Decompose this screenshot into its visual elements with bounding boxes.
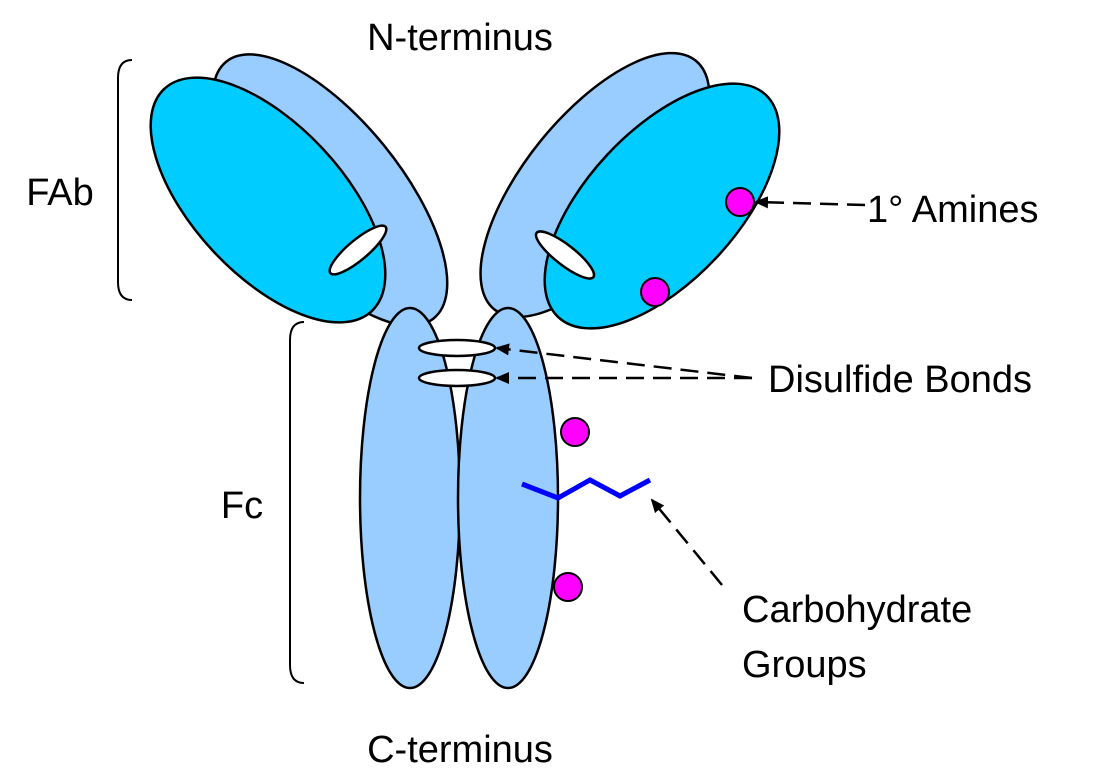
fc-region [360,308,558,688]
amines-arrow [756,202,865,205]
carbohydrate-arrow [652,500,722,585]
fc-left-chain [360,308,460,688]
n-terminus-label: N-terminus [367,17,553,59]
hinge-disulfide-bond-lower [419,370,495,386]
hinge-disulfide-bond-upper [419,340,495,356]
fc-bracket [290,322,304,683]
amine-dot [726,188,754,216]
amine-dot [561,418,589,446]
carbohydrate-label-line1: Carbohydrate [742,589,972,631]
amines-label: 1° Amines [867,189,1039,231]
fab-left-arm [109,18,488,363]
c-terminus-label: C-terminus [367,729,553,771]
disulfide-bonds-label: Disulfide Bonds [768,359,1032,401]
fab-label: FAb [26,172,94,214]
amine-dot [554,573,582,601]
fc-right-chain [458,308,558,688]
amine-dot [641,278,669,306]
fab-bracket [118,60,132,300]
carbohydrate-label-line2: Groups [742,644,867,686]
fc-label: Fc [221,485,263,527]
